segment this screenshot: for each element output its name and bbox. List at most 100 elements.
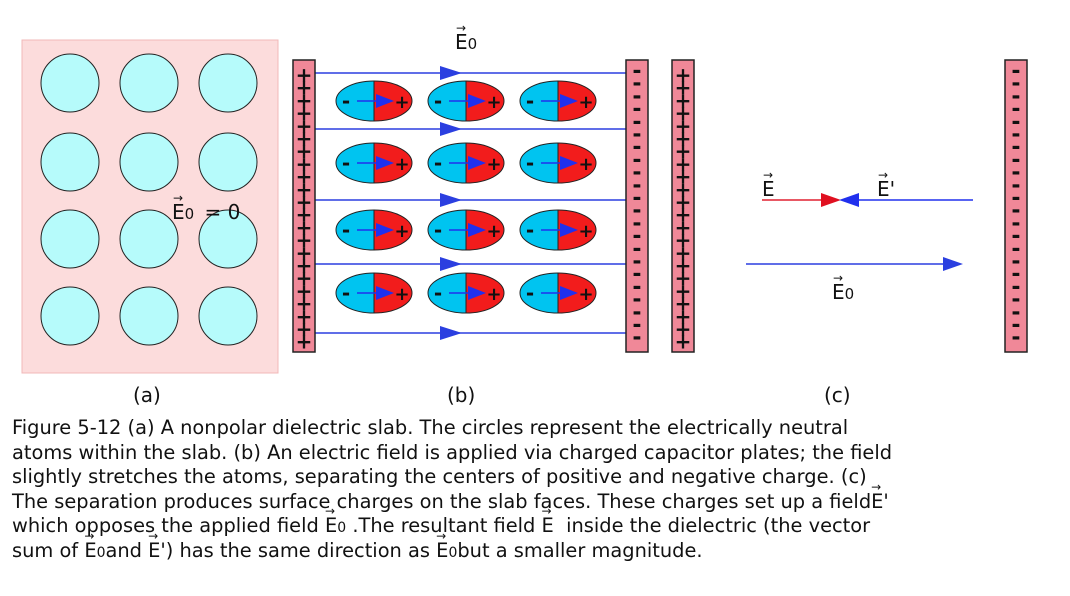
atom-plus-sign: + [578, 221, 593, 242]
field-symbol: E [832, 280, 845, 304]
nonpolar-atoms [40, 53, 258, 346]
atom-negative-half [428, 143, 466, 183]
dipole-arrowhead [468, 94, 486, 108]
plus-sign: + [296, 114, 313, 138]
minus-sign: - [632, 123, 641, 148]
field-label-b: →E0 [455, 22, 477, 54]
dipole-arrowhead [376, 94, 394, 108]
inline-vector: →E0 [84, 530, 105, 566]
plus-sign: + [296, 165, 313, 189]
plus-sign: + [296, 139, 313, 163]
plus-sign: + [296, 279, 313, 303]
field-line-arrowhead [440, 326, 462, 340]
field-subscript: 0 [844, 285, 855, 303]
dipole-arrowhead [376, 286, 394, 300]
dipole-arrowhead [468, 223, 486, 237]
atom-negative-half [520, 210, 558, 250]
neutral-atom [40, 209, 100, 269]
minus-sign: - [632, 97, 641, 122]
plus-sign: + [296, 101, 313, 125]
atom-negative-half [336, 273, 374, 313]
field-line-arrowhead [440, 122, 462, 136]
field-symbol: E' [877, 177, 896, 201]
plus-sign: + [675, 241, 692, 265]
plus-sign: + [296, 241, 313, 265]
atom-plus-sign: + [394, 92, 409, 113]
minus-sign: - [632, 135, 641, 160]
dipole-arrowhead [560, 94, 578, 108]
vector-symbol: E' [148, 538, 166, 562]
plus-sign: + [675, 317, 692, 341]
minus-sign: - [1011, 262, 1020, 287]
induced-field-label: →E' [877, 169, 896, 201]
dipole-arrowhead [560, 286, 578, 300]
plus-sign: + [675, 139, 692, 163]
atom-minus-sign: - [526, 151, 534, 175]
minus-sign: - [1011, 250, 1020, 275]
caption-text: The separation produces surface charges … [12, 489, 872, 513]
plus-sign: + [675, 292, 692, 316]
minus-sign: - [632, 199, 641, 224]
negative-plate-signs: ---------------------- [632, 59, 641, 351]
plus-sign: + [296, 76, 313, 100]
dipole-arrowhead [560, 156, 578, 170]
plus-sign: + [296, 190, 313, 214]
plus-sign: + [296, 292, 313, 316]
caption-text: which opposes the applied field [12, 514, 319, 537]
atom-negative-half [520, 273, 558, 313]
dipole-arrowhead [468, 286, 486, 300]
minus-sign: - [632, 288, 641, 313]
field-line-arrowhead [440, 193, 462, 207]
field-label-a: →E0 = 0 [172, 192, 240, 224]
plus-sign: + [675, 228, 692, 252]
vector-symbol: E' [871, 489, 889, 513]
neutral-atom [198, 132, 258, 192]
dipole-arrowhead [468, 156, 486, 170]
positive-plate-b [292, 59, 316, 353]
plus-sign: + [296, 317, 313, 341]
inline-vector: →E' [871, 481, 889, 515]
atom-negative-half [520, 143, 558, 183]
dipole-arrowhead [376, 223, 394, 237]
minus-sign: - [1011, 135, 1020, 160]
field-line-arrowhead [440, 66, 462, 80]
caption-line-5: which opposes the applied field →E0 .The… [12, 505, 1062, 541]
plus-sign: + [296, 127, 313, 151]
inline-vector: →E0 [324, 505, 346, 541]
minus-sign: - [1011, 313, 1020, 338]
plus-sign: + [675, 127, 692, 151]
field-symbol: E [172, 200, 185, 224]
plus-sign: + [296, 215, 313, 239]
minus-sign: - [1011, 110, 1020, 135]
caption-line-3: slightly stretches the atoms, separating… [12, 465, 867, 488]
field-line-arrowhead [440, 257, 462, 271]
caption-text: but a smaller magnitude. [457, 538, 703, 562]
resultant-field-label: →E [762, 169, 775, 199]
plus-sign: + [675, 254, 692, 278]
atom-minus-sign: - [342, 151, 350, 175]
vector-arrow-icon: → [763, 168, 774, 182]
vector-arrow-icon: → [84, 528, 95, 543]
neutral-atom [198, 286, 258, 346]
neutral-atom [119, 132, 179, 192]
plus-sign: + [675, 304, 692, 328]
dipole-arrowhead [560, 223, 578, 237]
caption-line-4: The separation produces surface charges … [12, 481, 1062, 515]
minus-sign: - [1011, 59, 1020, 84]
atom-negative-half [428, 81, 466, 121]
minus-sign: - [1011, 199, 1020, 224]
vector-symbol: E [324, 514, 338, 537]
atom-minus-sign: - [342, 281, 350, 305]
plus-sign: + [296, 266, 313, 290]
atom-negative-half [428, 273, 466, 313]
neutral-atom [40, 53, 100, 113]
panel-label-c: (c) [824, 383, 851, 407]
minus-sign: - [632, 237, 641, 262]
minus-sign: - [1011, 275, 1020, 300]
vector-arrow-icon: → [541, 504, 552, 518]
caption-text: and [105, 538, 149, 562]
plus-sign: + [675, 203, 692, 227]
caption-line-2: atoms within the slab. (b) An electric f… [12, 440, 893, 464]
induced-field-arrowhead [839, 193, 859, 207]
minus-sign: - [632, 161, 641, 186]
